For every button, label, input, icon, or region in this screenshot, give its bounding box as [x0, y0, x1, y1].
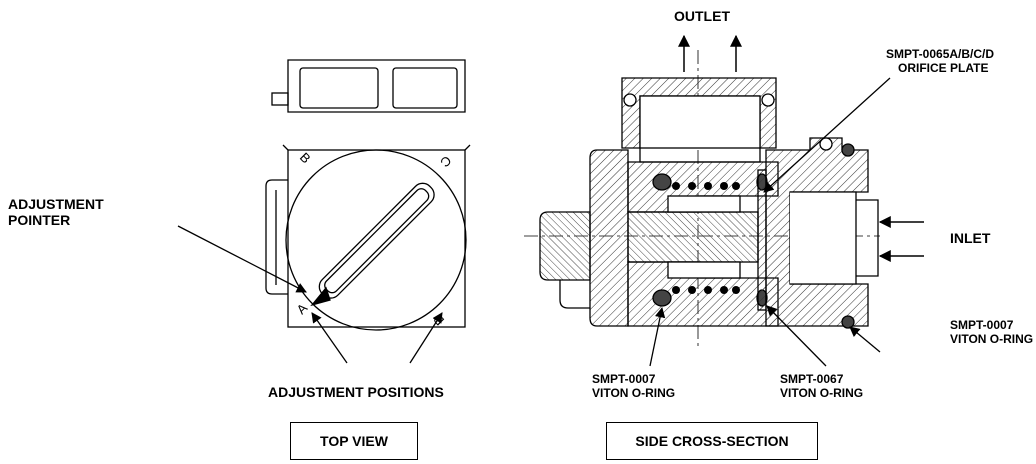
oring-mid-leader — [766, 305, 827, 367]
position-leader-a — [311, 312, 348, 364]
oring-left-part-number: SMPT-0007 — [592, 372, 656, 386]
oring-left-name: VITON O-RING — [592, 386, 676, 400]
adjustment-pointer-label: ADJUSTMENT POINTER — [8, 196, 104, 228]
orifice-name: ORIFICE PLATE — [898, 61, 989, 75]
adjustment-pointer-line2: POINTER — [8, 212, 71, 228]
orifice-part-number: SMPT-0065A/B/C/D — [886, 47, 995, 61]
adjustment-dial — [285, 149, 467, 331]
side-section-caption: SIDE CROSS-SECTION — [606, 422, 818, 460]
dial-letter-a: A — [294, 300, 311, 317]
dial-slot — [318, 182, 435, 299]
orifice-leader — [763, 77, 891, 193]
dial-letter-b: B — [297, 150, 314, 167]
oring-mid-name: VITON O-RING — [780, 386, 864, 400]
oring-right-part-number: SMPT-0007 — [950, 318, 1014, 332]
top-view-drawing — [265, 59, 471, 331]
position-leader-d — [409, 312, 443, 364]
side-section-drawing — [524, 50, 880, 350]
oring-left-leader — [649, 306, 666, 367]
square-body — [287, 149, 466, 328]
dial-letter-d: D — [430, 311, 447, 328]
adjustment-positions-label: ADJUSTMENT POSITIONS — [268, 384, 444, 400]
outlet-label: OUTLET — [674, 8, 730, 24]
oring-right-label: SMPT-0007 VITON O-RING — [950, 318, 1033, 346]
oring-right-leader — [849, 326, 881, 353]
orifice-plate-label: SMPT-0065A/B/C/D ORIFICE PLATE — [886, 47, 994, 75]
inlet-label: INLET — [950, 230, 991, 246]
adjustment-pointer-line1: ADJUSTMENT — [8, 196, 104, 212]
oring-right-name: VITON O-RING — [950, 332, 1034, 346]
pointer-tip — [310, 286, 331, 307]
top-connector-body — [287, 59, 466, 113]
oring-mid-label: SMPT-0067 VITON O-RING — [780, 372, 863, 400]
flow-arrows — [678, 34, 924, 262]
oring-mid-part-number: SMPT-0067 — [780, 372, 844, 386]
pointer-leader — [177, 225, 307, 293]
oring-left-label: SMPT-0007 VITON O-RING — [592, 372, 675, 400]
top-view-caption: TOP VIEW — [290, 422, 418, 460]
dial-letter-c: C — [437, 153, 454, 170]
